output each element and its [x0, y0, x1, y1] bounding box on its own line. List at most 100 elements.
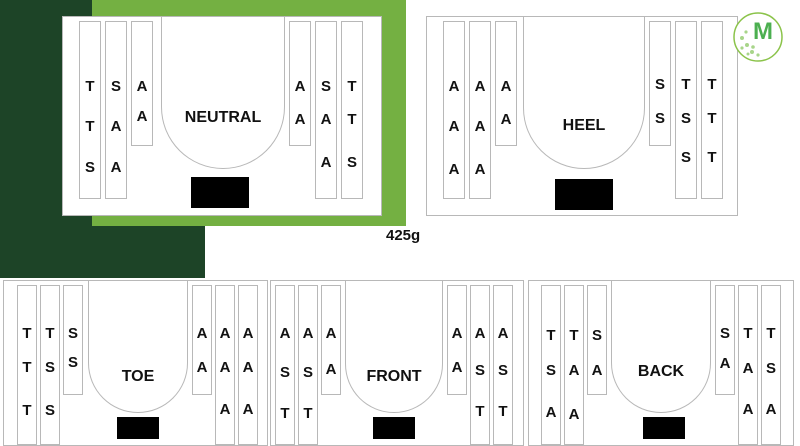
slot-l3: [495, 21, 517, 146]
weight-letter: A: [219, 401, 231, 418]
slot-r3: [761, 285, 781, 445]
weight-letter: A: [474, 118, 486, 135]
weight-letter: A: [219, 325, 231, 342]
weight-letter: S: [680, 149, 691, 166]
panel-name: HEEL: [562, 117, 606, 134]
weight-letter: T: [303, 405, 313, 422]
weight-letter: S: [497, 362, 508, 379]
panel-name: BACK: [637, 363, 685, 380]
slot-r2: [215, 285, 235, 445]
weight-letter: S: [591, 327, 602, 344]
weight-letter: T: [475, 403, 485, 420]
weight-letter: A: [497, 325, 509, 342]
slot-l1: [443, 21, 465, 199]
total-weight-label: 425g: [386, 227, 421, 244]
weight-block: [643, 417, 685, 439]
weight-letter: S: [654, 110, 665, 127]
weight-letter: T: [546, 327, 556, 344]
slot-r3: [701, 21, 723, 199]
slot-r1: [447, 285, 467, 395]
weight-letter: S: [474, 362, 485, 379]
weight-letter: S: [44, 359, 55, 376]
weight-block: [555, 179, 613, 210]
weight-block: [373, 417, 415, 439]
panel-toe[interactable]: T T T T S S S S TOE A A A A A A A A: [3, 280, 268, 446]
slot-l2: [564, 285, 584, 445]
weight-letter: T: [22, 325, 32, 342]
weight-letter: A: [242, 401, 254, 418]
weight-letter: A: [320, 154, 332, 171]
weight-letter: A: [448, 118, 460, 135]
weight-letter: A: [196, 325, 208, 342]
slot-l1: [79, 21, 101, 199]
weight-letter: T: [347, 111, 357, 128]
slot-r1: [192, 285, 212, 395]
weight-letter: A: [451, 359, 463, 376]
slot-r2: [738, 285, 758, 445]
panel-front[interactable]: A S T A S T A A FRONT A A A S T A S T: [270, 280, 524, 446]
weight-letter: A: [279, 325, 291, 342]
weight-letter: S: [84, 159, 95, 176]
weight-letter: S: [654, 76, 665, 93]
logo-letter: M: [753, 18, 773, 45]
weight-letter: A: [568, 406, 580, 423]
slot-r3: [238, 285, 258, 445]
weight-letter: T: [85, 118, 95, 135]
weight-letter: A: [742, 360, 754, 377]
weight-letter: T: [707, 76, 717, 93]
weight-letter: A: [500, 78, 512, 95]
weight-letter: A: [219, 359, 231, 376]
weight-letter: T: [766, 325, 776, 342]
panel-neutral[interactable]: T T S S A A A A NEUTRAL A A S A A T T S: [62, 16, 382, 216]
golf-ball-logo-icon: M: [733, 12, 783, 62]
weight-letter: T: [45, 325, 55, 342]
weight-letter: T: [85, 78, 95, 95]
weight-letter: T: [707, 110, 717, 127]
sole-arch: [88, 281, 188, 413]
slot-r3: [341, 21, 363, 199]
weight-letter: A: [591, 362, 603, 379]
weight-letter: T: [707, 149, 717, 166]
slot-l2: [298, 285, 318, 445]
slot-l1: [275, 285, 295, 445]
panel-back[interactable]: T S A T A A S A BACK S A T A A T S A: [528, 280, 794, 446]
weight-letter: A: [196, 359, 208, 376]
weight-letter: A: [320, 111, 332, 128]
panel-name: NEUTRAL: [184, 109, 262, 126]
weight-letter: S: [279, 364, 290, 381]
weight-letter: S: [44, 402, 55, 419]
weight-letter: A: [742, 401, 754, 418]
slot-r1: [289, 21, 311, 146]
weight-letter: T: [569, 327, 579, 344]
slot-l3: [63, 285, 83, 395]
weight-letter: A: [568, 362, 580, 379]
weight-letter: T: [681, 76, 691, 93]
weight-letter: S: [719, 325, 730, 342]
weight-letter: A: [136, 78, 148, 95]
weight-letter: T: [743, 325, 753, 342]
slot-r2: [470, 285, 490, 445]
weight-letter: T: [22, 402, 32, 419]
weight-letter: A: [545, 404, 557, 421]
weight-letter: A: [500, 111, 512, 128]
weight-letter: A: [294, 78, 306, 95]
panel-name: FRONT: [366, 368, 422, 385]
panel-heel[interactable]: A A A A A A A A HEEL S S T S S T T T: [426, 16, 738, 216]
sole-arch: [523, 17, 645, 169]
weight-letter: T: [22, 359, 32, 376]
weight-letter: A: [302, 325, 314, 342]
weight-letter: A: [765, 401, 777, 418]
sole-arch: [345, 281, 443, 413]
slot-r1: [715, 285, 735, 395]
weight-letter: S: [302, 364, 313, 381]
weight-letter: A: [294, 111, 306, 128]
weight-letter: A: [110, 118, 122, 135]
slot-l2: [40, 285, 60, 445]
weight-letter: A: [448, 78, 460, 95]
weight-letter: S: [545, 362, 556, 379]
weight-letter: A: [110, 159, 122, 176]
weight-letter: S: [110, 78, 121, 95]
slot-r2: [315, 21, 337, 199]
slot-r3: [493, 285, 513, 445]
weight-letter: T: [347, 78, 357, 95]
